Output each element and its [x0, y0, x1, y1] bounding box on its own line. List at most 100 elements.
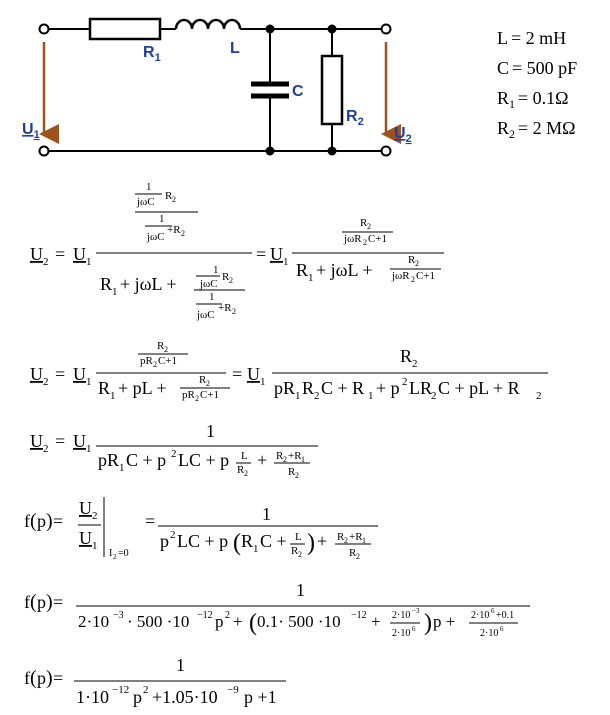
svg-text:+R: +R — [218, 302, 232, 314]
svg-text:=: = — [55, 244, 65, 264]
svg-text:C+1: C+1 — [368, 233, 387, 245]
svg-text:): ) — [424, 610, 432, 636]
svg-text:+ jωL +: + jωL + — [316, 260, 372, 280]
svg-text:2: 2 — [43, 443, 49, 455]
svg-text:=: = — [232, 364, 242, 384]
svg-text:pR: pR — [140, 355, 154, 367]
svg-text:2: 2 — [431, 390, 437, 402]
svg-text:U: U — [79, 528, 92, 548]
svg-text:+ p: + p — [376, 378, 400, 398]
svg-text:(: ( — [30, 591, 37, 613]
svg-text:2: 2 — [206, 379, 210, 388]
svg-text:+: + — [257, 450, 267, 470]
svg-text:R: R — [360, 217, 368, 229]
svg-text:): ) — [46, 591, 53, 613]
svg-text:): ) — [46, 510, 53, 532]
parameters-list: L= 2 mH C= 500 pF R1= 0.1Ω R2= 2 MΩ — [497, 28, 577, 141]
svg-text:0.1· 500 ·10: 0.1· 500 ·10 — [257, 612, 341, 631]
svg-text:1: 1 — [308, 272, 314, 284]
svg-text:6: 6 — [412, 625, 416, 633]
svg-text:1: 1 — [301, 455, 305, 464]
svg-text:R: R — [100, 274, 112, 294]
svg-text:C +: C + — [260, 531, 287, 551]
svg-text:R: R — [302, 378, 314, 398]
r1-label: R1 — [143, 44, 161, 64]
svg-text:): ) — [46, 667, 53, 689]
svg-text:1: 1 — [213, 264, 219, 276]
svg-text:1: 1 — [260, 376, 266, 388]
svg-text:(: ( — [30, 667, 37, 689]
svg-text:1: 1 — [368, 390, 374, 402]
svg-text:+ jωL +: + jωL + — [120, 274, 176, 294]
svg-text:−9: −9 — [227, 684, 239, 696]
circuit-diagram — [38, 17, 392, 157]
svg-text:1: 1 — [362, 536, 366, 545]
c-label: C — [292, 83, 304, 100]
svg-text:2: 2 — [367, 222, 371, 231]
svg-text:C + p: C + p — [126, 450, 166, 470]
svg-text:1: 1 — [283, 256, 289, 268]
svg-text:1: 1 — [253, 543, 259, 555]
svg-text:R: R — [337, 531, 345, 543]
svg-text:−12: −12 — [197, 610, 213, 621]
svg-text:1: 1 — [295, 390, 301, 402]
svg-text:1: 1 — [86, 443, 92, 455]
svg-text:2: 2 — [153, 360, 157, 369]
svg-text:p: p — [37, 668, 46, 688]
svg-text:2: 2 — [415, 259, 419, 268]
svg-text:U: U — [73, 431, 86, 451]
svg-text:2: 2 — [344, 536, 348, 545]
svg-text:· 500 ·10: · 500 ·10 — [127, 612, 189, 631]
l-label: L — [230, 40, 240, 57]
svg-text:LR: LR — [409, 378, 432, 398]
svg-text:(: ( — [233, 530, 241, 556]
svg-text:−12: −12 — [112, 684, 129, 696]
svg-text:2: 2 — [43, 376, 49, 388]
svg-text:pR: pR — [182, 389, 196, 401]
u1-label: U1 — [22, 121, 40, 141]
svg-text:2: 2 — [172, 195, 176, 204]
svg-text:2·10: 2·10 — [480, 628, 498, 639]
svg-text:6: 6 — [491, 607, 495, 615]
terminal-out-top — [380, 23, 392, 35]
svg-text:R: R — [296, 260, 308, 280]
svg-text:R: R — [288, 466, 296, 478]
svg-text:f: f — [24, 511, 30, 531]
param-l: L= 2 mH — [497, 28, 566, 48]
svg-text:(: ( — [30, 510, 37, 532]
svg-text:2: 2 — [225, 610, 230, 621]
svg-text:f: f — [24, 592, 30, 612]
svg-text:p: p — [37, 592, 46, 612]
svg-text:+: + — [233, 612, 243, 631]
svg-text:p: p — [160, 531, 169, 551]
svg-text:=: = — [55, 364, 65, 384]
svg-text:=: = — [53, 668, 63, 688]
svg-text:+: + — [317, 531, 327, 551]
svg-text:U: U — [73, 364, 86, 384]
terminal-in-top — [38, 23, 50, 35]
svg-text:R: R — [237, 464, 245, 476]
resistor-r2 — [320, 54, 344, 126]
svg-text:6: 6 — [500, 625, 504, 633]
svg-text:−3: −3 — [113, 610, 124, 621]
svg-text:+R: +R — [288, 450, 302, 462]
svg-text:R: R — [157, 340, 165, 352]
svg-text:R: R — [291, 545, 299, 557]
svg-text:+1.05·10: +1.05·10 — [152, 687, 218, 707]
svg-text:LC + p: LC + p — [178, 450, 229, 470]
svg-text:jωR: jωR — [391, 270, 410, 282]
svg-text:2: 2 — [232, 307, 236, 316]
svg-text:p: p — [133, 687, 142, 707]
svg-text:U: U — [30, 244, 43, 264]
svg-text:+R: +R — [349, 531, 363, 543]
svg-text:2: 2 — [283, 455, 287, 464]
svg-text:C+1: C+1 — [200, 389, 219, 401]
svg-text:−3: −3 — [412, 607, 420, 615]
svg-text:R: R — [400, 346, 412, 366]
svg-text:p +1: p +1 — [244, 687, 277, 707]
svg-text:1: 1 — [159, 213, 165, 225]
svg-text:1: 1 — [206, 421, 215, 441]
svg-text:+: + — [371, 612, 381, 631]
